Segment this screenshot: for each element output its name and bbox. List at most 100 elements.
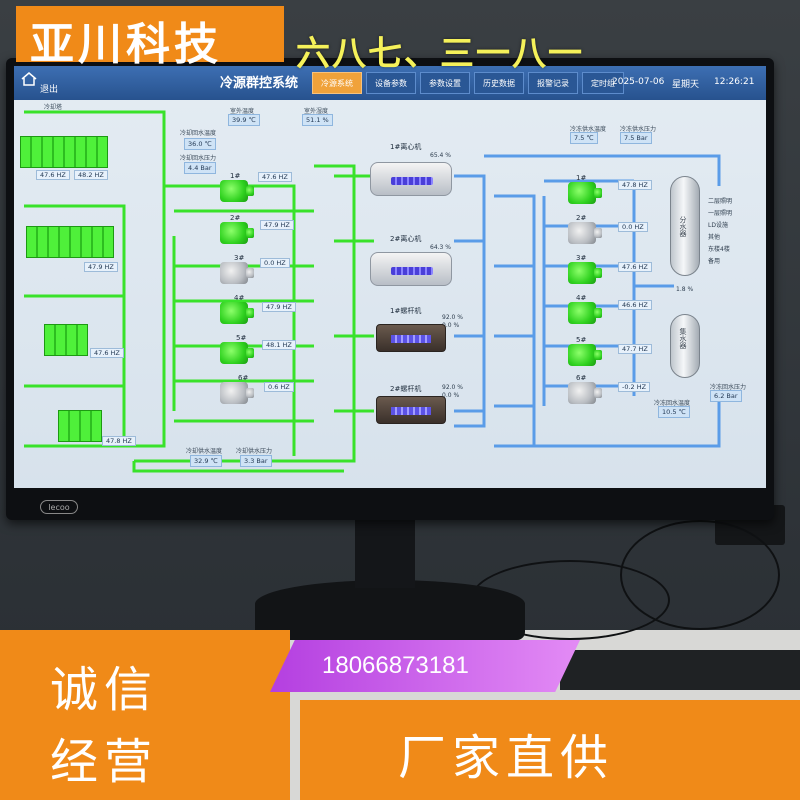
chw-pump-hz: 47.8 HZ <box>618 180 652 190</box>
cw-pump-name: 5# <box>236 334 247 342</box>
brand-banner <box>16 6 284 62</box>
outdoor-temp-value: 39.9 ℃ <box>228 114 260 126</box>
chw-pump-5[interactable] <box>568 344 602 366</box>
tab-cold-source[interactable]: 冷源系统 <box>312 72 362 94</box>
branch-label: LD设施 <box>708 222 728 229</box>
tab-alarms[interactable]: 报警记录 <box>528 72 578 94</box>
supply-header-label: 分水器 <box>679 216 687 237</box>
cw-pump-hz: 47.9 HZ <box>260 220 294 230</box>
cooling-tower-hz: 47.9 HZ <box>84 262 118 272</box>
chw-pump-name: 1# <box>576 174 587 182</box>
chw-pump-hz: 46.6 HZ <box>618 300 652 310</box>
bypass-percent: 1.8 % <box>676 286 694 293</box>
chiller-load: 92.0 % <box>442 384 463 391</box>
time-display: 12:26:21 <box>714 77 755 87</box>
cw-pump-hz: 47.9 HZ <box>262 302 296 312</box>
cw-pump-5[interactable] <box>220 342 254 364</box>
header-bar: 退出 冷源群控系统 冷源系统 设备参数 参数设置 历史数据 报警记录 定时组 2… <box>14 66 766 100</box>
chw-return-pressure-value: 6.2 Bar <box>710 390 742 402</box>
cw-pump-2[interactable] <box>220 222 254 244</box>
cw-pump-1[interactable] <box>220 180 254 202</box>
chiller-name: 1#离心机 <box>390 143 422 151</box>
chw-pump-hz: 47.7 HZ <box>618 344 652 354</box>
chiller-extra: 0.0 % <box>442 392 460 399</box>
nav-tabs: 冷源系统 设备参数 参数设置 历史数据 报警记录 定时组 <box>312 72 624 94</box>
screw-chiller-2[interactable] <box>376 396 446 424</box>
cw-pump-name: 6# <box>238 374 249 382</box>
chw-pump-name: 5# <box>576 336 587 344</box>
outdoor-humidity-label: 室外湿度 <box>304 108 329 115</box>
weekday-display: 星期天 <box>672 80 700 90</box>
cw-pump-3[interactable] <box>220 262 254 284</box>
cooling-tower-hz: 47.8 HZ <box>102 436 136 446</box>
screw-chiller-1[interactable] <box>376 324 446 352</box>
chw-pump-3[interactable] <box>568 262 602 284</box>
branch-label: 二层照明 <box>708 198 733 205</box>
tab-history[interactable]: 历史数据 <box>474 72 524 94</box>
cw-return-pressure-value: 4.4 Bar <box>184 162 216 174</box>
chw-supply-pressure-label: 冷冻供水压力 <box>620 126 657 133</box>
chw-pump-1[interactable] <box>568 182 602 204</box>
chw-pump-name: 6# <box>576 374 587 382</box>
cooling-tower-2[interactable] <box>26 226 114 258</box>
chw-supply-temp-label: 冷冻供水温度 <box>570 126 607 133</box>
cw-supply-temp-value: 32.9 ℃ <box>190 455 222 467</box>
tab-param-settings[interactable]: 参数设置 <box>420 72 470 94</box>
chiller-load: 64.3 % <box>430 244 451 251</box>
chw-pump-6[interactable] <box>568 382 602 404</box>
cooling-tower-1[interactable] <box>20 136 108 168</box>
tab-device-params[interactable]: 设备参数 <box>366 72 416 94</box>
branch-label: 备用 <box>708 258 721 265</box>
centrifugal-chiller-2[interactable] <box>370 252 452 286</box>
cooling-tower-4[interactable] <box>58 410 102 442</box>
cw-return-temp-value: 36.0 ℃ <box>184 138 216 150</box>
chw-pump-hz: -0.2 HZ <box>618 382 651 392</box>
return-header-label: 集水器 <box>679 328 687 349</box>
cw-return-pressure-label: 冷却回水压力 <box>180 155 217 162</box>
return-header-tank[interactable] <box>670 314 700 378</box>
cw-return-temp-label: 冷却回水温度 <box>180 130 217 137</box>
cw-pump-hz: 47.6 HZ <box>258 172 292 182</box>
top-slogan: 六八七、三一八一 <box>296 34 584 74</box>
supply-header-tank[interactable] <box>670 176 700 276</box>
cooling-tower-hz: 47.6 HZ <box>36 170 70 180</box>
cw-pump-name: 2# <box>230 214 241 222</box>
cooling-tower-label: 冷却塔 <box>44 104 63 111</box>
cw-pump-hz: 0.6 HZ <box>264 382 294 392</box>
cooling-tower-3[interactable] <box>44 324 88 356</box>
slogan-factory-direct: 厂家直供 <box>398 730 615 786</box>
page-title: 冷源群控系统 <box>220 76 299 91</box>
chw-return-temp-label: 冷冻回水温度 <box>654 400 691 407</box>
chw-pump-hz: 0.0 HZ <box>618 222 648 232</box>
branch-label: 一层照明 <box>708 210 733 217</box>
slogan-integrity: 诚信 <box>50 662 159 718</box>
exit-button[interactable]: 退出 <box>40 85 59 95</box>
keyboard <box>560 650 800 690</box>
branch-label: 其他 <box>708 234 721 241</box>
phone-number[interactable]: 18066873181 <box>322 652 469 679</box>
cw-pump-name: 1# <box>230 172 241 180</box>
centrifugal-chiller-1[interactable] <box>370 162 452 196</box>
cw-pump-4[interactable] <box>220 302 254 324</box>
cw-supply-pressure-value: 3.3 Bar <box>240 455 272 467</box>
monitor-logo: lecoo <box>40 500 78 514</box>
date-display: 2025-07-06 <box>612 77 665 87</box>
scada-screen: 退出 冷源群控系统 冷源系统 设备参数 参数设置 历史数据 报警记录 定时组 2… <box>14 66 766 488</box>
home-icon[interactable] <box>20 72 38 86</box>
chiller-name: 2#螺杆机 <box>390 385 422 393</box>
cw-supply-temp-label: 冷却供水温度 <box>186 448 223 455</box>
chw-pump-2[interactable] <box>568 222 602 244</box>
tab-timers[interactable]: 定时组 <box>582 72 624 94</box>
chiller-load: 65.4 % <box>430 152 451 159</box>
chw-pump-name: 3# <box>576 254 587 262</box>
cooling-tower-hz: 47.6 HZ <box>90 348 124 358</box>
chw-supply-pressure-value: 7.5 Bar <box>620 132 652 144</box>
cooling-tower-hz: 48.2 HZ <box>74 170 108 180</box>
cw-supply-pressure-label: 冷却供水压力 <box>236 448 273 455</box>
chw-pump-4[interactable] <box>568 302 602 324</box>
chw-return-temp-value: 10.5 ℃ <box>658 406 690 418</box>
bottom-left-banner <box>0 630 290 800</box>
cw-pump-hz: 48.1 HZ <box>262 340 296 350</box>
cw-pump-6[interactable] <box>220 382 254 404</box>
